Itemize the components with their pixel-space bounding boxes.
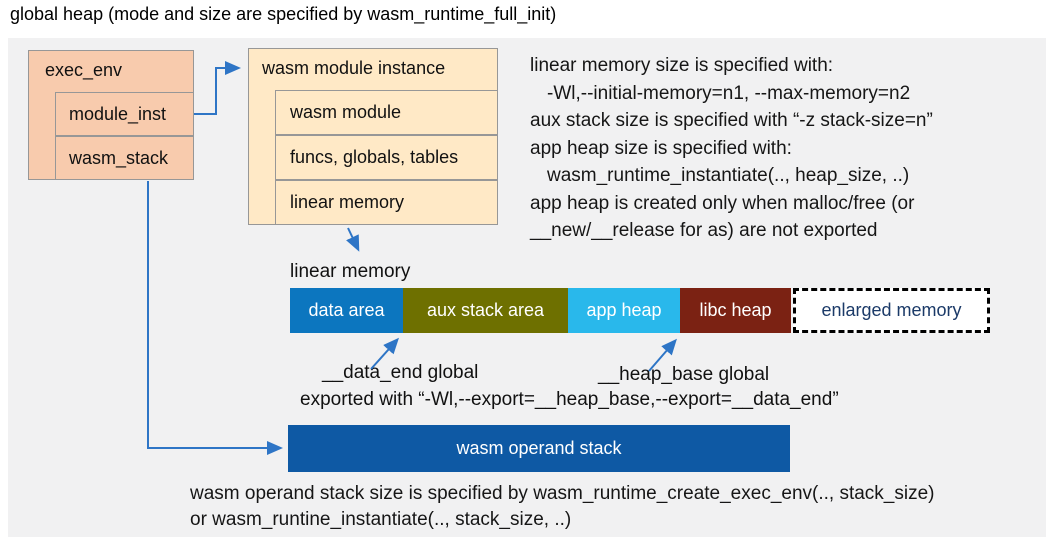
segment-libc-heap: libc heap (680, 288, 791, 333)
notes-right: linear memory size is specified with: -W… (530, 52, 933, 245)
note-line: wasm operand stack size is specified by … (190, 483, 935, 504)
note-line: app heap is created only when malloc/fre… (530, 192, 915, 214)
wasm-operand-stack-bar: wasm operand stack (288, 425, 790, 472)
segment-app-heap: app heap (568, 288, 680, 333)
note-line: __new/__release for as) are not exported (530, 220, 878, 241)
wasm-module-box: wasm module (275, 90, 498, 135)
heap-base-global-label: __heap_base global (598, 364, 770, 385)
module-inst-box: module_inst (55, 92, 194, 136)
notes-bottom: wasm operand stack size is specified by … (190, 481, 935, 533)
wasm-stack-box: wasm_stack (55, 136, 194, 180)
note-line: or wasm_runtine_instantiate(.., stack_si… (190, 509, 572, 530)
segment-enlarged-memory: enlarged memory (793, 288, 990, 333)
note-line: -Wl,--initial-memory=n1, --max-memory=n2 (547, 82, 911, 104)
note-line: aux stack size is specified with “-z sta… (530, 110, 933, 131)
wasm-module-instance-label: wasm module instance (262, 58, 446, 78)
linear-memory-box: linear memory (275, 180, 498, 225)
exec-env-label: exec_env (45, 60, 123, 80)
exported-with-label: exported with “-Wl,--export=__heap_base,… (300, 389, 839, 410)
note-line: linear memory size is specified with: (530, 55, 834, 76)
note-line: app heap size is specified with: (530, 137, 792, 159)
linear-memory-bar-title: linear memory (290, 261, 411, 282)
data-end-global-label: __data_end global (322, 362, 479, 383)
funcs-globals-tables-box: funcs, globals, tables (275, 135, 498, 180)
segment-data-area: data area (290, 288, 403, 333)
note-line: wasm_runtime_instantiate(.., heap_size, … (547, 165, 910, 186)
segment-aux-stack-area: aux stack area (403, 288, 568, 333)
diagram-title: global heap (mode and size are specified… (10, 4, 557, 24)
